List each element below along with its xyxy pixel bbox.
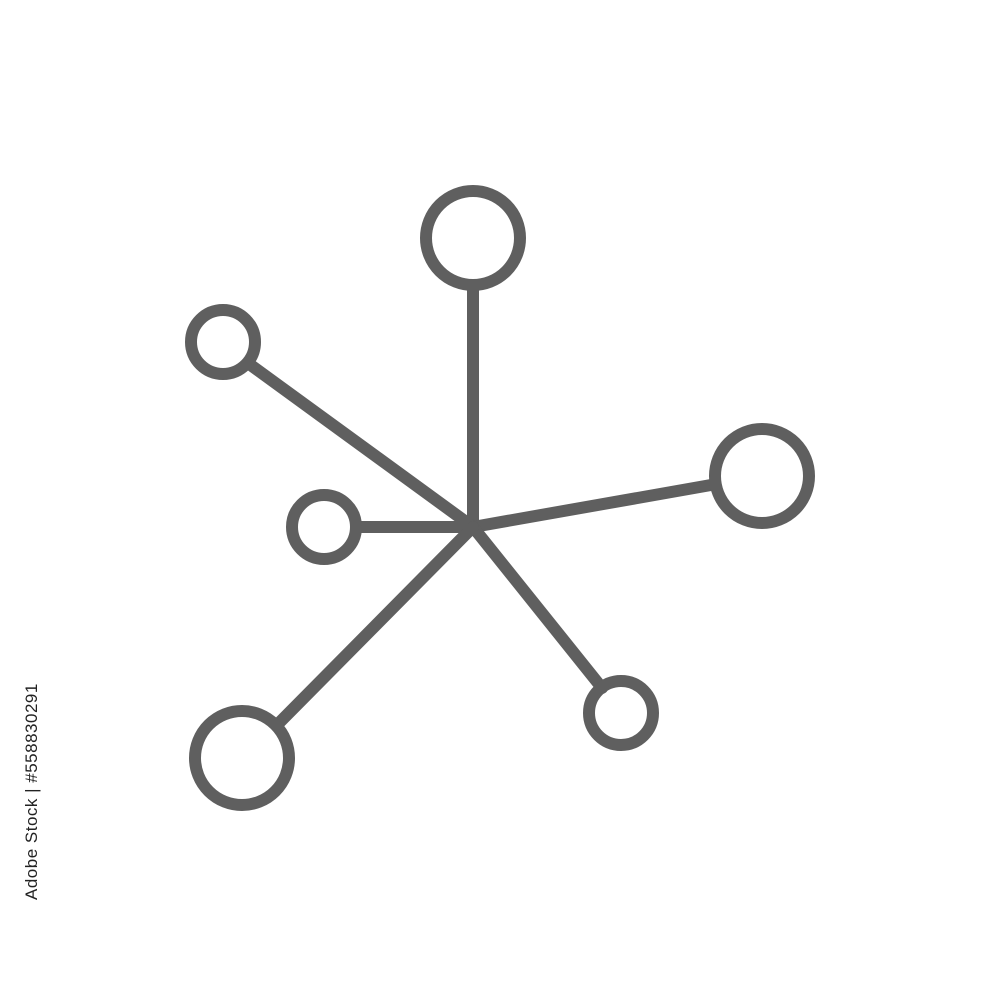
node-upper-left <box>185 304 261 380</box>
node-lower-left <box>189 705 295 811</box>
spoke-lower-left <box>272 521 479 730</box>
node-left <box>286 489 362 565</box>
spoke-upper-left <box>246 360 479 533</box>
spoke-lower-right <box>467 521 608 694</box>
node-lower-right <box>583 675 659 751</box>
node-top <box>420 185 526 291</box>
watermark-text: Adobe Stock | #558830291 <box>22 683 41 900</box>
node-right <box>709 423 815 529</box>
spoke-right <box>467 479 717 533</box>
